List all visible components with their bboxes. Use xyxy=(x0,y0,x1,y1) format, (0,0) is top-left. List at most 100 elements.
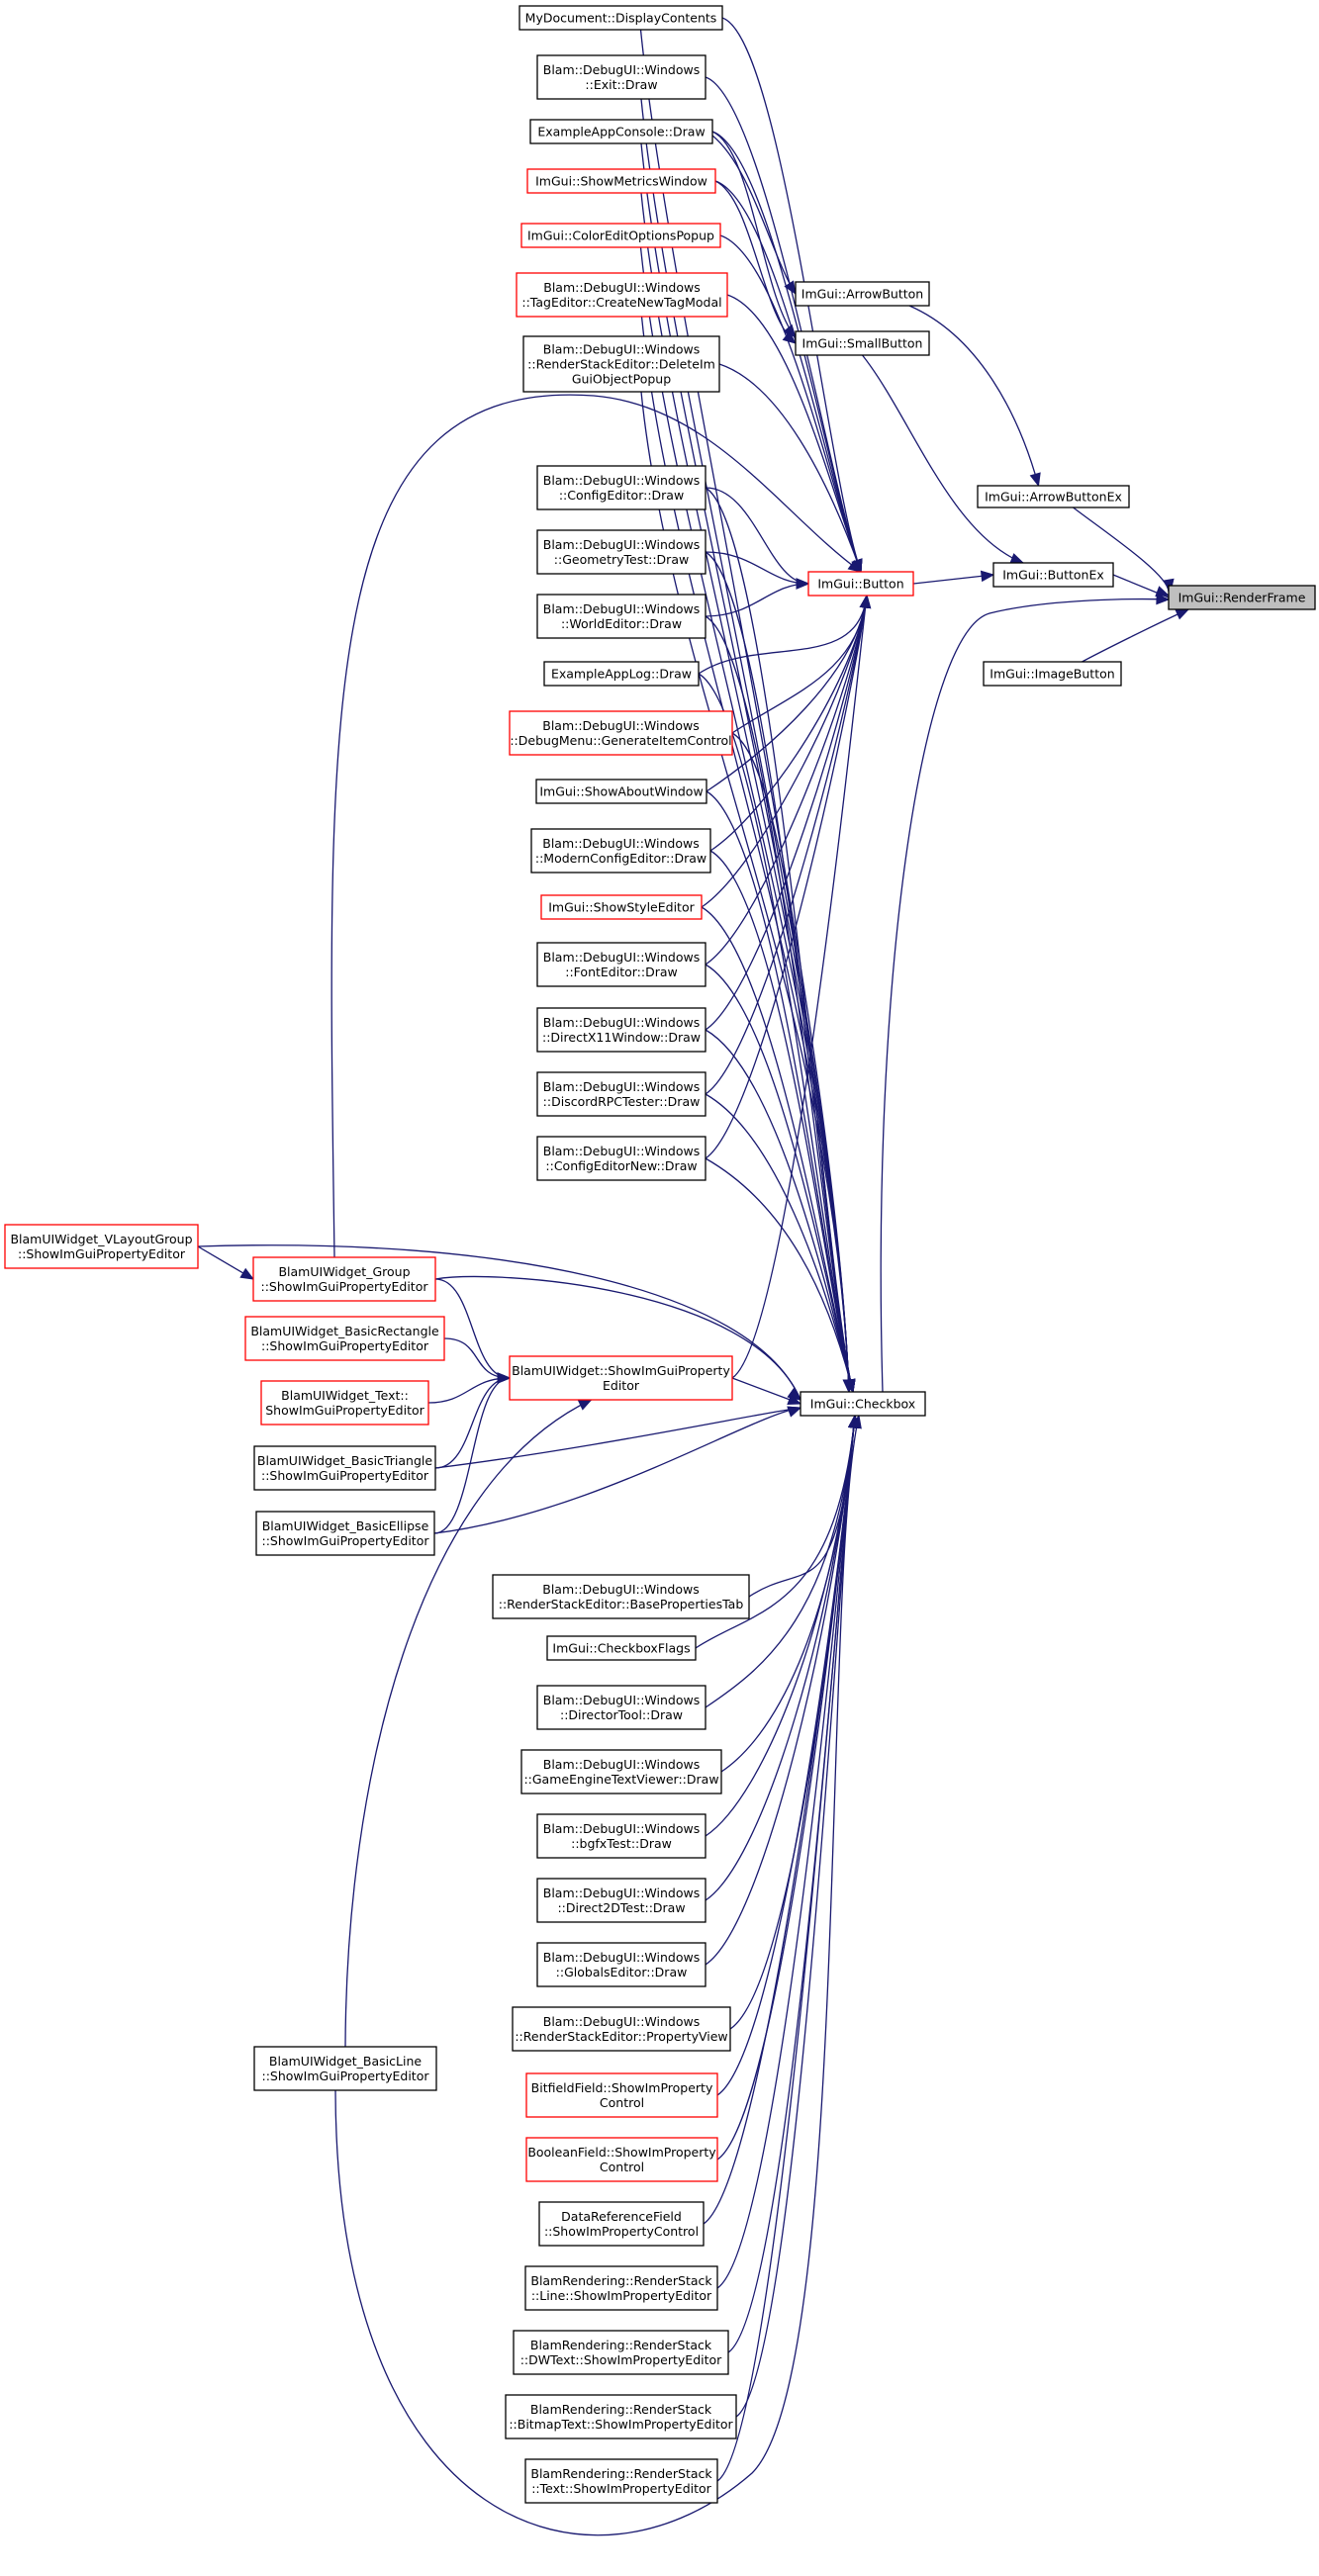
node-imagebutton[interactable]: ImGui::ImageButton xyxy=(983,661,1122,687)
node-label-line: Blam::DebugUI::Windows xyxy=(543,1821,700,1836)
edge-basicellipse-checkbox xyxy=(433,1406,802,1534)
node-label-line: ::ShowImGuiPropertyEditor xyxy=(262,2069,430,2083)
node-fonteditor[interactable]: Blam::DebugUI::Windows::FontEditor::Draw xyxy=(536,942,707,987)
node-styleeditor[interactable]: ImGui::ShowStyleEditor xyxy=(540,894,703,920)
node-box xyxy=(525,2137,718,2182)
node-label-line: ImGui::ShowStyleEditor xyxy=(548,900,695,915)
node-basicrectangle[interactable]: BlamUIWidget_BasicRectangle::ShowImGuiPr… xyxy=(244,1316,445,1361)
edge-boolean-checkbox xyxy=(716,1414,860,2161)
node-coloredit[interactable]: ImGui::ColorEditOptionsPopup xyxy=(520,223,721,248)
node-box xyxy=(977,485,1130,508)
node-debugmenu[interactable]: Blam::DebugUI::Windows::DebugMenu::Gener… xyxy=(509,710,733,756)
node-renderframe[interactable]: ImGui::RenderFrame xyxy=(1168,585,1316,610)
node-label-line: ::RenderStackEditor::DeleteIm xyxy=(527,357,715,372)
node-box xyxy=(509,710,733,756)
node-vlayoutgroup[interactable]: BlamUIWidget_VLayoutGroup::ShowImGuiProp… xyxy=(4,1224,199,1269)
node-label-line: ::DWText::ShowImPropertyEditor xyxy=(520,2352,722,2367)
node-box xyxy=(512,2006,731,2052)
node-datareference[interactable]: DataReferenceField::ShowImPropertyContro… xyxy=(538,2201,705,2247)
node-direct2d[interactable]: Blam::DebugUI::Windows::Direct2DTest::Dr… xyxy=(536,1878,707,1923)
node-buttonex[interactable]: ImGui::ButtonEx xyxy=(992,562,1114,588)
node-label-line: Editor xyxy=(603,1378,640,1393)
node-mydocument[interactable]: MyDocument::DisplayContents xyxy=(518,5,723,31)
node-box xyxy=(536,942,707,987)
node-bgfxtest[interactable]: Blam::DebugUI::Windows::bgfxTest::Draw xyxy=(536,1813,707,1859)
node-label-line: ::ConfigEditorNew::Draw xyxy=(545,1158,697,1173)
edge-worldeditor-button xyxy=(705,578,810,617)
node-text[interactable]: BlamUIWidget_Text::ShowImGuiPropertyEdit… xyxy=(260,1380,429,1426)
node-checkboxflags[interactable]: ImGui::CheckboxFlags xyxy=(546,1635,697,1661)
node-box xyxy=(795,281,930,307)
node-box xyxy=(260,1380,429,1426)
node-group[interactable]: BlamUIWidget_Group::ShowImGuiPropertyEdi… xyxy=(252,1256,436,1302)
node-basicline[interactable]: BlamUIWidget_BasicLine::ShowImGuiPropert… xyxy=(253,2046,437,2091)
node-label-line: ::RenderStackEditor::BasePropertiesTab xyxy=(499,1597,744,1611)
node-bitfield[interactable]: BitfieldField::ShowImPropertyControl xyxy=(525,2072,718,2118)
node-rsdwtext[interactable]: BlamRendering::RenderStack::DWText::Show… xyxy=(513,2330,729,2375)
node-propertyview[interactable]: Blam::DebugUI::Windows::RenderStackEdito… xyxy=(512,2006,731,2052)
node-label-line: Blam::DebugUI::Windows xyxy=(543,342,700,357)
node-label-line: MyDocument::DisplayContents xyxy=(525,11,717,26)
node-applog[interactable]: ExampleAppLog::Draw xyxy=(543,661,700,687)
node-box xyxy=(253,1445,436,1491)
node-geometrytest[interactable]: Blam::DebugUI::Windows::GeometryTest::Dr… xyxy=(536,529,707,575)
node-box xyxy=(524,2458,718,2504)
node-box xyxy=(520,223,721,248)
node-basicellipse[interactable]: BlamUIWidget_BasicEllipse::ShowImGuiProp… xyxy=(255,1511,435,1556)
node-box xyxy=(538,2201,705,2247)
node-label-line: ExampleAppLog::Draw xyxy=(551,667,692,682)
node-box xyxy=(255,1511,435,1556)
node-label-line: BlamUIWidget_BasicEllipse xyxy=(262,1518,429,1533)
edges-layer xyxy=(197,17,1190,2536)
node-configeditornew[interactable]: Blam::DebugUI::Windows::ConfigEditorNew:… xyxy=(536,1136,707,1181)
node-smallbutton[interactable]: ImGui::SmallButton xyxy=(795,330,930,356)
node-label-line: Blam::DebugUI::Windows xyxy=(543,950,700,965)
node-exit[interactable]: Blam::DebugUI::Windows::Exit::Draw xyxy=(536,54,707,100)
node-worldeditor[interactable]: Blam::DebugUI::Windows::WorldEditor::Dra… xyxy=(536,594,707,639)
node-label-line: ImGui::ImageButton xyxy=(989,667,1114,682)
node-label-line: ShowImGuiPropertyEditor xyxy=(265,1403,424,1418)
node-discordrpc[interactable]: Blam::DebugUI::Windows::DiscordRPCTester… xyxy=(536,1071,707,1117)
node-tageditor[interactable]: Blam::DebugUI::Windows::TagEditor::Creat… xyxy=(516,272,728,318)
edge-widget-checkbox xyxy=(731,1377,802,1405)
node-box xyxy=(536,1813,707,1859)
node-gameengine[interactable]: Blam::DebugUI::Windows::GameEngineTextVi… xyxy=(520,1749,722,1794)
node-rstext[interactable]: BlamRendering::RenderStack::Text::ShowIm… xyxy=(524,2458,718,2504)
node-box xyxy=(543,661,700,687)
node-arrowbutton[interactable]: ImGui::ArrowButton xyxy=(795,281,930,307)
node-label-line: ::Direct2DTest::Draw xyxy=(557,1900,685,1915)
node-about[interactable]: ImGui::ShowAboutWindow xyxy=(535,779,707,804)
node-boolean[interactable]: BooleanField::ShowImPropertyControl xyxy=(525,2137,718,2182)
node-button[interactable]: ImGui::Button xyxy=(807,571,914,597)
node-baseproperties[interactable]: Blam::DebugUI::Windows::RenderStackEdito… xyxy=(492,1574,750,1619)
node-basictriangle[interactable]: BlamUIWidget_BasicTriangle::ShowImGuiPro… xyxy=(253,1445,436,1491)
node-label-line: ImGui::ButtonEx xyxy=(1002,568,1104,583)
node-box xyxy=(536,465,707,510)
edge-deleteimgui-checkbox xyxy=(640,391,855,1394)
node-label-line: ::RenderStackEditor::PropertyView xyxy=(515,2029,727,2044)
node-label-line: ::ShowImGuiPropertyEditor xyxy=(262,1533,430,1548)
node-label-line: BitfieldField::ShowImProperty xyxy=(531,2080,713,2095)
node-appconsole[interactable]: ExampleAppConsole::Draw xyxy=(529,119,713,144)
node-directx11[interactable]: Blam::DebugUI::Windows::DirectX11Window:… xyxy=(536,1007,707,1053)
node-rsbitmaptext[interactable]: BlamRendering::RenderStack::BitmapText::… xyxy=(505,2394,737,2439)
node-box xyxy=(983,661,1122,687)
node-widget[interactable]: BlamUIWidget::ShowImGuiPropertyEditor xyxy=(509,1355,733,1401)
node-rsline[interactable]: BlamRendering::RenderStack::Line::ShowIm… xyxy=(524,2265,718,2311)
edge-basicellipse-widget xyxy=(433,1372,512,1534)
node-label-line: GuiObjectPopup xyxy=(572,372,671,387)
node-arrowbuttonex[interactable]: ImGui::ArrowButtonEx xyxy=(977,485,1130,508)
node-label-line: ::Line::ShowImPropertyEditor xyxy=(531,2288,712,2303)
edge-group-button xyxy=(330,394,863,1258)
node-configeditor[interactable]: Blam::DebugUI::Windows::ConfigEditor::Dr… xyxy=(536,465,707,510)
node-directortool[interactable]: Blam::DebugUI::Windows::DirectorTool::Dr… xyxy=(536,1685,707,1730)
node-deleteimgui[interactable]: Blam::DebugUI::Windows::RenderStackEdito… xyxy=(522,335,720,393)
node-checkbox[interactable]: ImGui::Checkbox xyxy=(800,1391,926,1417)
node-box xyxy=(535,779,707,804)
node-metrics[interactable]: ImGui::ShowMetricsWindow xyxy=(526,168,716,194)
node-modernconfig[interactable]: Blam::DebugUI::Windows::ModernConfigEdit… xyxy=(530,828,711,874)
node-label-line: Blam::DebugUI::Windows xyxy=(543,1693,700,1707)
edge-configeditor-button xyxy=(705,487,810,590)
node-globalseditor[interactable]: Blam::DebugUI::Windows::GlobalsEditor::D… xyxy=(536,1942,707,1987)
edge-buttonex-renderframe xyxy=(1112,574,1171,598)
